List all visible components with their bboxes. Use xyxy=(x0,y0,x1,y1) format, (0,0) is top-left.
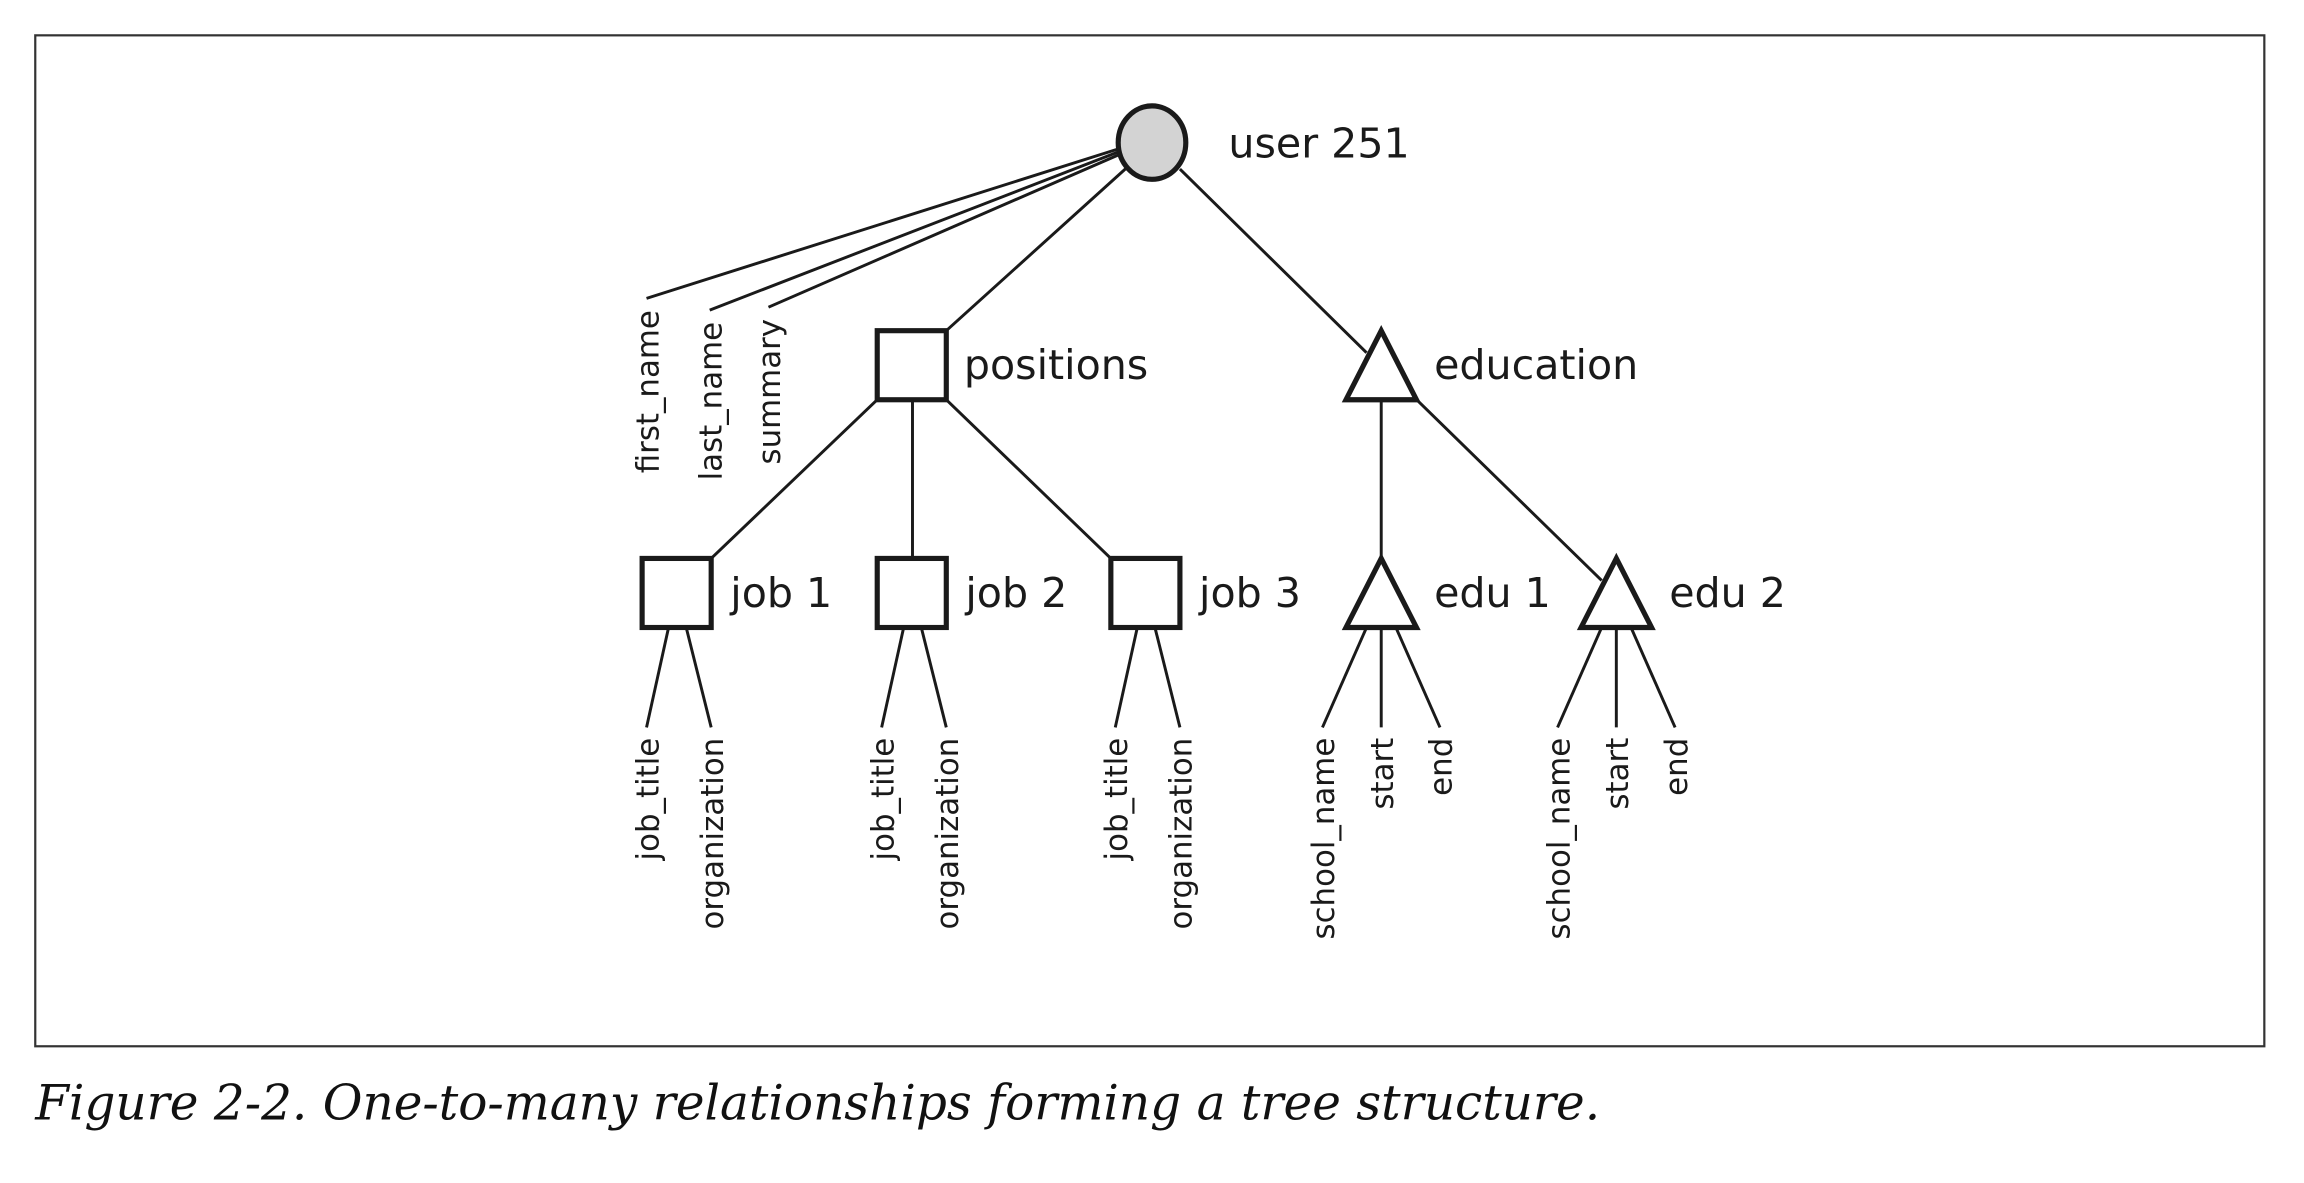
attribute-label-end: end xyxy=(1424,738,1460,796)
figure-caption: Figure 2-2. One-to-many relationships fo… xyxy=(34,1076,1600,1132)
attribute-label-start: start xyxy=(1365,738,1401,810)
job-node-square xyxy=(874,555,949,631)
attribute-label-organization: organization xyxy=(1164,738,1200,930)
attribute-label-last-name: last_name xyxy=(693,322,729,481)
job-attribute-edge xyxy=(1153,627,1182,728)
edu-attribute-edge xyxy=(1321,626,1368,729)
attribute-label-organization: organization xyxy=(695,738,731,930)
job-attribute-edge xyxy=(1113,627,1139,728)
job-node-square xyxy=(639,555,714,631)
attribute-label-job-title: job_title xyxy=(630,738,666,862)
job-attribute-edge xyxy=(880,627,906,728)
attribute-label-organization: organization xyxy=(930,738,966,930)
job-attribute-edge xyxy=(919,627,948,728)
positions-node-label: positions xyxy=(964,341,1148,389)
attribute-label-first-name: first_name xyxy=(630,310,666,473)
education-edu-edge xyxy=(1406,389,1603,582)
edu-attribute-edge xyxy=(1556,626,1603,729)
user-education-edge xyxy=(1178,168,1368,354)
attribute-label-summary: summary xyxy=(752,319,788,465)
edu-node-label: edu 2 xyxy=(1669,569,1786,617)
job-node-label: job 3 xyxy=(1198,569,1301,617)
user-node-label: user 251 xyxy=(1228,119,1409,167)
edu-attribute-edge xyxy=(1629,626,1677,729)
job-attribute-edge xyxy=(645,627,671,728)
job-node-label: job 1 xyxy=(729,569,832,617)
edu-attribute-edge xyxy=(1394,626,1442,729)
positions-node-square xyxy=(874,328,949,403)
job-node-label: job 2 xyxy=(964,569,1067,617)
user-node-circle xyxy=(1115,103,1189,182)
user-positions-edge xyxy=(945,165,1130,332)
education-node-triangle xyxy=(1341,325,1421,403)
attribute-label-job-title: job_title xyxy=(1099,738,1135,862)
user-attribute-edge xyxy=(646,147,1121,300)
edu-node-label: edu 1 xyxy=(1434,569,1551,617)
job-attribute-edge xyxy=(684,627,713,728)
job-node-square xyxy=(1108,555,1183,631)
attribute-label-start: start xyxy=(1600,738,1636,810)
attribute-label-school-name: school_name xyxy=(1541,738,1577,940)
attribute-label-end: end xyxy=(1659,738,1695,796)
positions-job-edge xyxy=(710,398,879,560)
positions-job-edge xyxy=(945,398,1112,560)
edu-node-triangle xyxy=(1576,552,1656,631)
attribute-label-school-name: school_name xyxy=(1306,738,1342,940)
attribute-label-job-title: job_title xyxy=(865,738,901,862)
education-node-label: education xyxy=(1434,341,1638,389)
figure-frame xyxy=(34,34,2266,1048)
user-attribute-edge xyxy=(709,150,1121,312)
edu-node-triangle xyxy=(1341,552,1421,631)
user-attribute-edge xyxy=(767,153,1121,309)
